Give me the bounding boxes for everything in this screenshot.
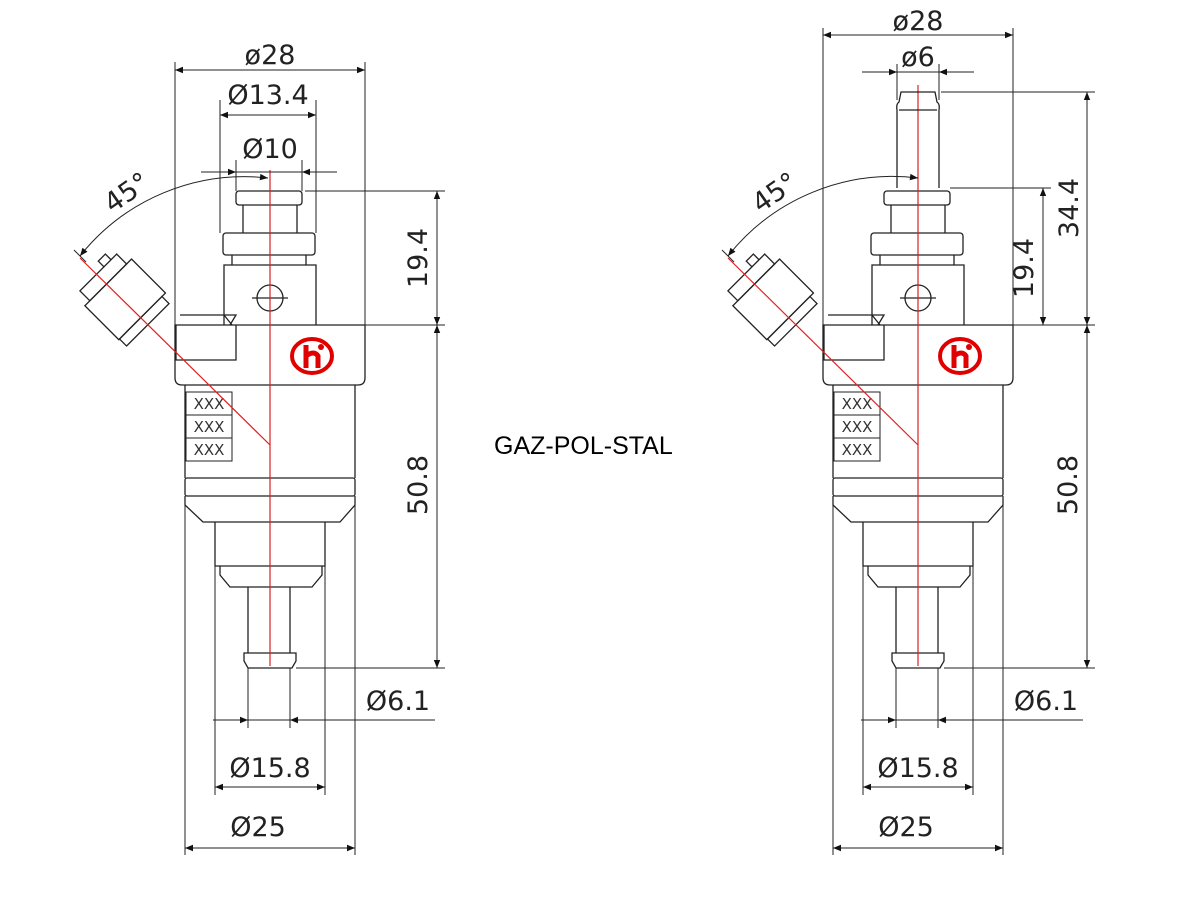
nozzle-chamfer (867, 566, 971, 588)
electrical-connector (78, 253, 170, 347)
dim-d15-8-label: Ø15.8 (877, 753, 958, 784)
connector-axis (79, 257, 271, 446)
o-ring-seat (222, 232, 316, 256)
o-ring-seat (870, 232, 964, 256)
connector-ledge (823, 314, 886, 361)
dim-h50-8-label: 50.8 (1053, 455, 1084, 515)
right-injector: XXX XXX XXX 45° ø28 ø6 34.4 19.4 50.8Ø6.1Ø15.8Ø2… (721, 6, 1095, 855)
angle-arc (79, 173, 269, 257)
dim-d15-8-label: Ø15.8 (229, 753, 310, 784)
lower-body (184, 385, 356, 478)
label-text: XXX (194, 395, 225, 413)
logo-letter (951, 345, 969, 368)
drawing-title: GAZ-POL-STAL (494, 432, 673, 460)
logo (290, 337, 334, 375)
label-text: XXX (842, 395, 873, 413)
dim-h19-4-label: 19.4 (1009, 238, 1040, 298)
logo (938, 337, 982, 375)
main-body (822, 324, 1014, 386)
dim-h34-4-label: 34.4 (1054, 178, 1085, 238)
neck (879, 255, 955, 265)
electrical-connector (726, 253, 818, 347)
top-cap (235, 190, 303, 206)
connector-housing (83, 258, 167, 341)
dim-d28-label: ø28 (245, 40, 296, 71)
logo-ring (290, 337, 334, 375)
main-body (174, 324, 366, 386)
connector-latch (97, 253, 112, 268)
nozzle-chamfer (219, 566, 323, 588)
flange (184, 496, 356, 523)
connector-axis (727, 257, 919, 446)
label-text: XXX (842, 418, 873, 436)
logo-dot (966, 344, 972, 350)
connector-ledge (175, 314, 238, 361)
label-box (185, 437, 233, 462)
nozzle-tip (243, 652, 297, 669)
top-cap (883, 190, 951, 206)
dim-d6-1-label: Ø6.1 (366, 686, 430, 717)
dim-d10-label: Ø10 (242, 134, 298, 165)
neck (231, 255, 307, 265)
logo-ring (938, 337, 982, 375)
connector-housing (731, 258, 815, 341)
label-text: XXX (842, 441, 873, 459)
angle-label: 45° (99, 167, 156, 220)
angle-arc (727, 173, 919, 257)
angle-ext (73, 249, 87, 263)
dim-d25-label: Ø25 (230, 812, 286, 843)
angle-ext (721, 249, 735, 263)
dim-d6-label: ø6 (901, 42, 935, 73)
dim-h50-8-label: 50.8 (403, 455, 434, 515)
logo-letter (303, 345, 321, 368)
connector-latch (745, 253, 760, 268)
connector-plug (78, 253, 128, 302)
logo-dot (318, 344, 324, 350)
nozzle-tube (895, 587, 939, 653)
dim-d13-4-label: Ø13.4 (227, 80, 308, 111)
label-text: XXX (194, 418, 225, 436)
angle-label: 45° (747, 167, 804, 220)
nozzle-tip (891, 652, 945, 669)
dim-d6-1-label: Ø6.1 (1014, 686, 1078, 717)
label-box (833, 437, 881, 462)
dim-d25-label: Ø25 (878, 812, 934, 843)
dim-h19-4-label: 19.4 (403, 228, 434, 288)
connector-plug (726, 253, 776, 302)
hose-nipple (896, 91, 940, 188)
lower-body (832, 385, 1004, 478)
flange (832, 496, 1004, 523)
dim-d28-label: ø28 (893, 6, 944, 37)
label-text: XXX (194, 441, 225, 459)
nozzle-tube (247, 587, 291, 653)
